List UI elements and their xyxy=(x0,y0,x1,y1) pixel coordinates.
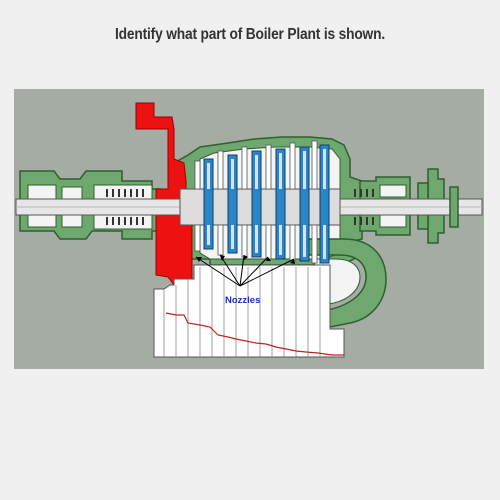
pressure-curve xyxy=(165,312,344,356)
pressure-graph xyxy=(153,264,345,358)
left-gland-seal xyxy=(106,189,144,225)
right-gland-seal xyxy=(354,189,374,225)
stator-blades xyxy=(194,140,318,264)
nozzles-label: Nozzles xyxy=(225,295,260,306)
rotor-blades xyxy=(203,144,330,264)
turbine-diagram: Nozzles xyxy=(14,89,484,369)
blade-highlights xyxy=(207,149,326,259)
question-text: Identify what part of Boiler Plant is sh… xyxy=(115,26,385,43)
nozzle-arrowheads xyxy=(196,255,295,264)
shaft-coupling xyxy=(449,186,459,228)
nozzle-pointers xyxy=(195,254,295,287)
right-bearing-internals xyxy=(379,184,407,228)
